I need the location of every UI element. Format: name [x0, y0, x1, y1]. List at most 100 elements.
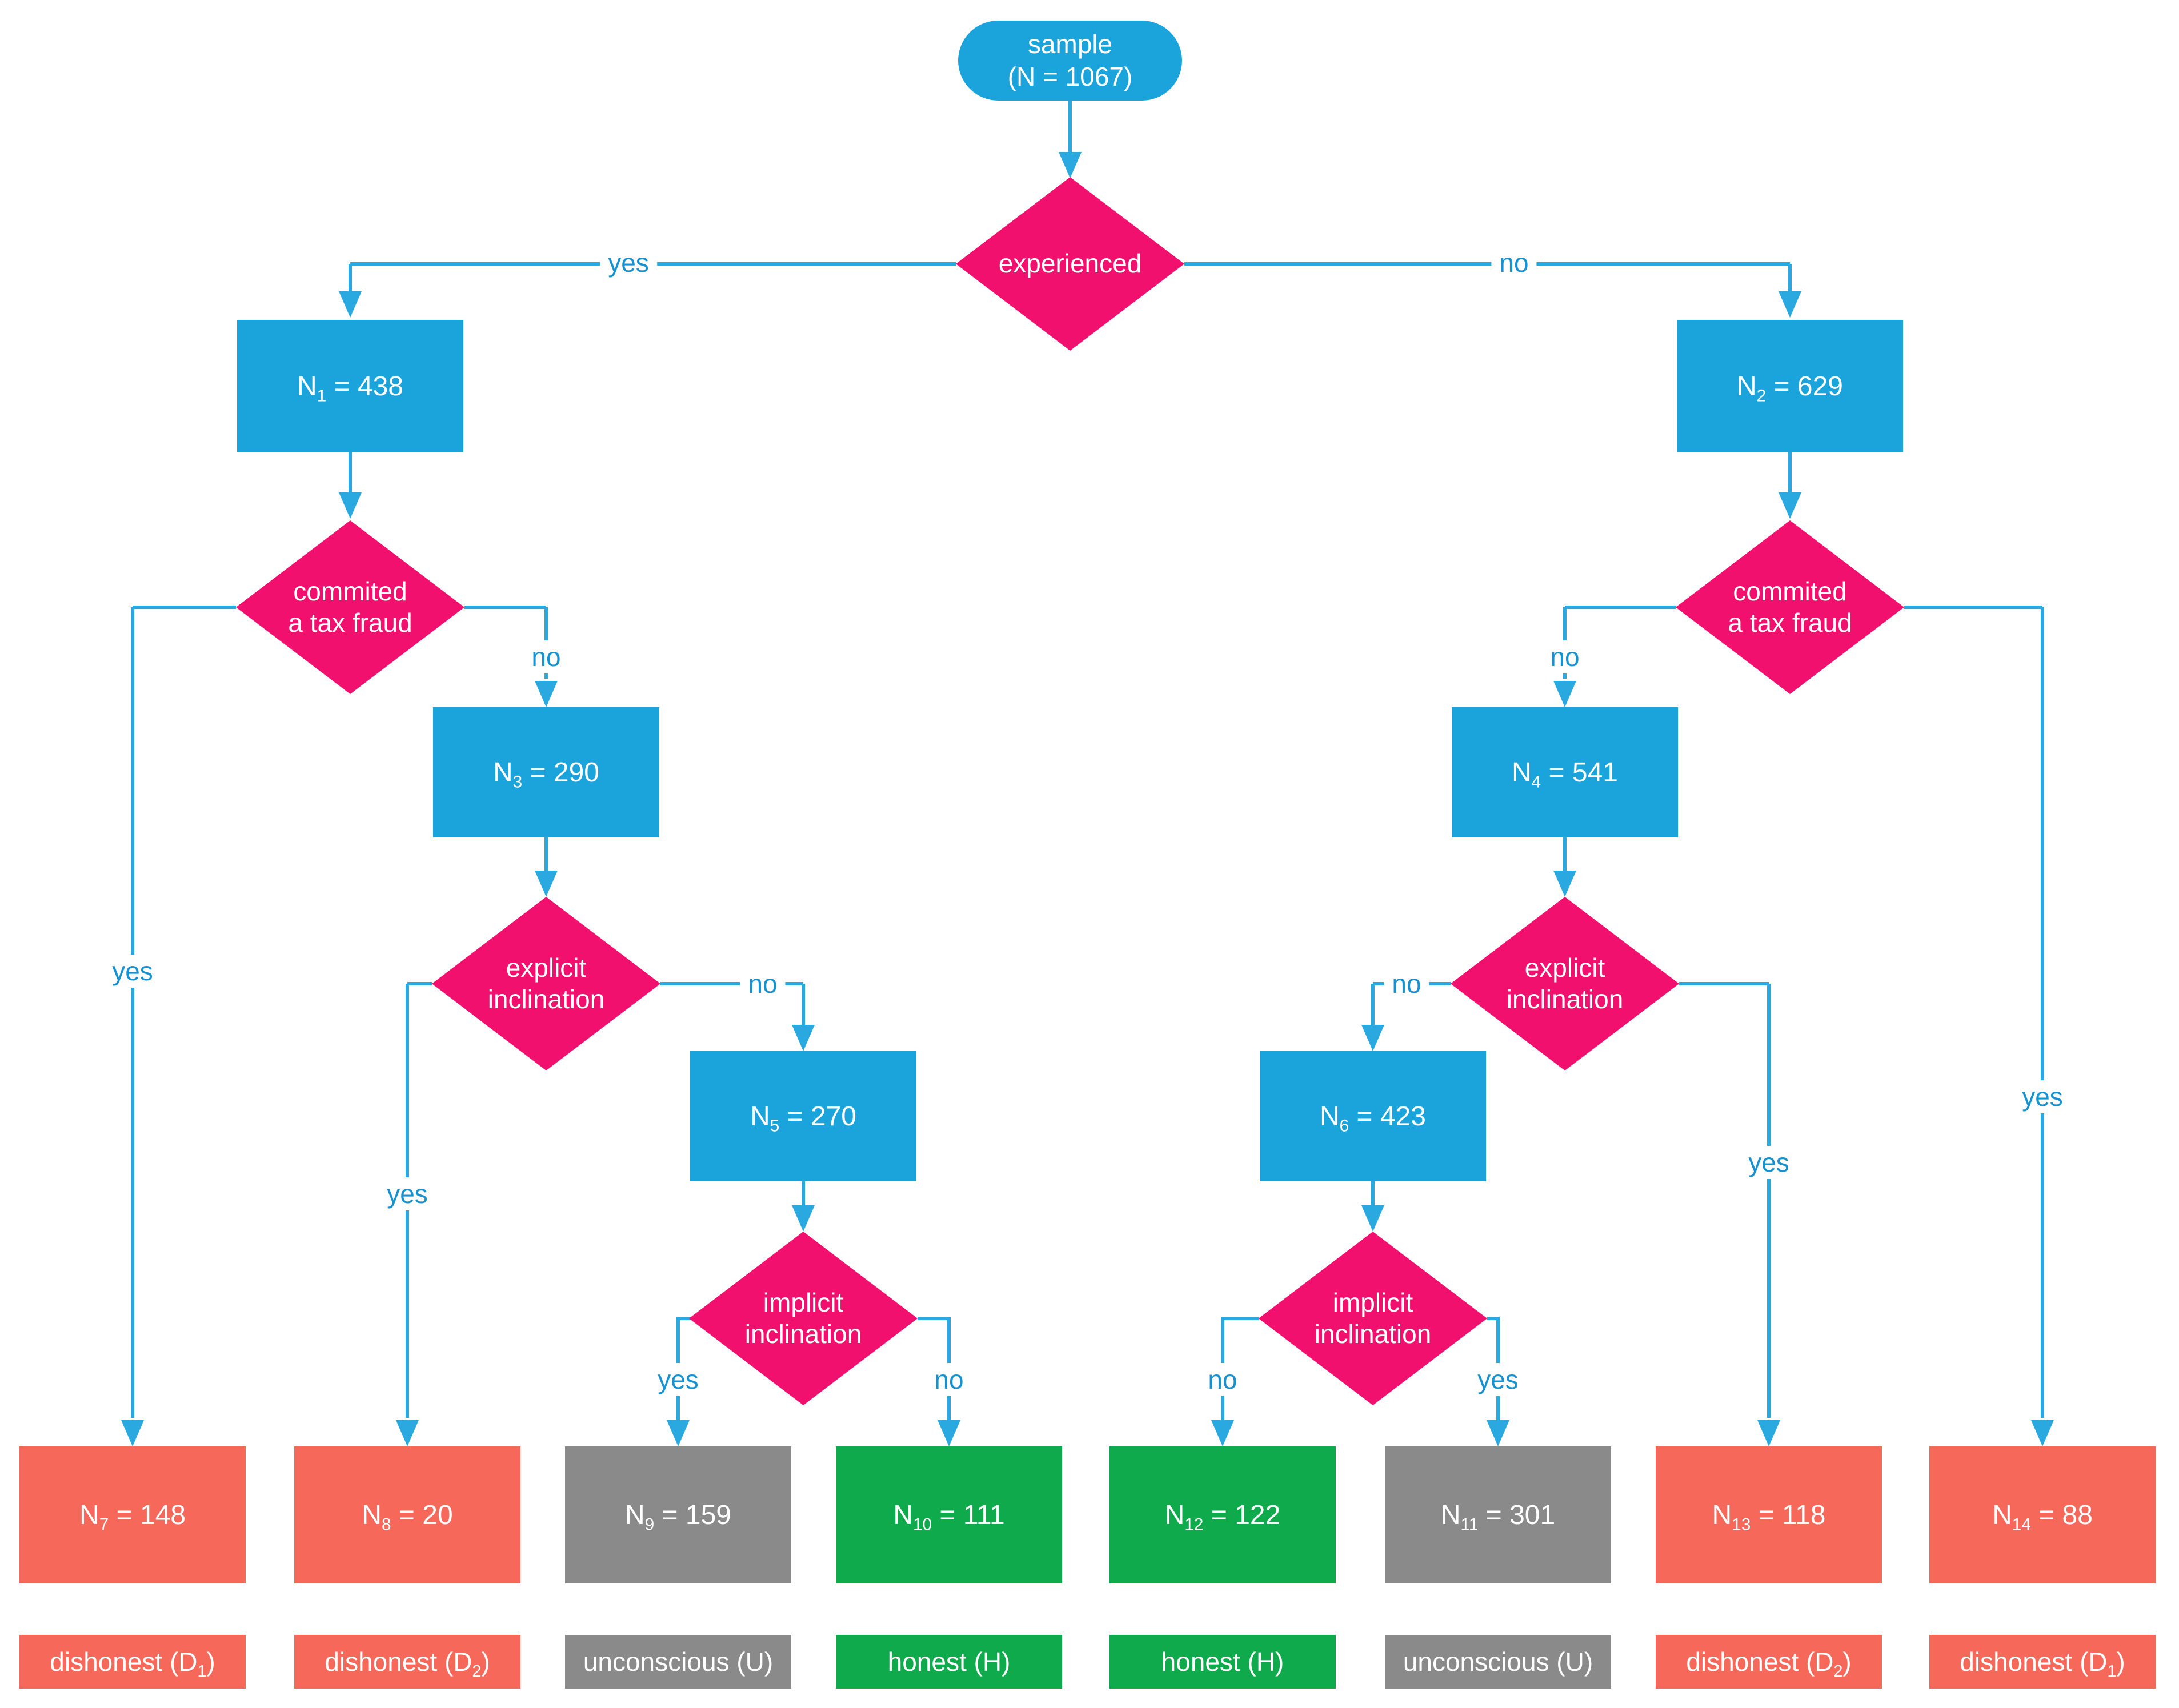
outcome-node-n10: N10 = 111: [836, 1446, 1062, 1583]
decision-text: implicit: [1332, 1287, 1413, 1317]
arrowhead-icon: [938, 1420, 960, 1446]
decision-text: experienced: [998, 248, 1142, 279]
decision-text: inclination: [1506, 984, 1624, 1014]
edge-label-fraud-right-no: no: [1542, 640, 1588, 673]
connector-line: [1563, 837, 1567, 871]
class-label-text: dishonest (D2): [1686, 1647, 1852, 1681]
decision-experienced: experienced: [956, 177, 1184, 351]
class-label-text: dishonest (D2): [325, 1647, 490, 1681]
node-value: N11 = 301: [1440, 1499, 1556, 1534]
edge-label-explicit-left-no: no: [740, 967, 786, 1000]
node-value: N2 = 629: [1736, 371, 1843, 406]
decision-text: explicit: [506, 952, 587, 983]
decision-text: explicit: [1524, 952, 1605, 983]
decision-text: commited: [293, 576, 407, 606]
class-label-dishonest-d1-right: dishonest (D1): [1929, 1635, 2156, 1689]
arrowhead-icon: [1553, 871, 1576, 897]
outcome-node-n14: N14 = 88: [1929, 1446, 2156, 1583]
connector-line: [1788, 452, 1792, 492]
decision-text: a tax fraud: [288, 608, 412, 638]
node-value: N7 = 148: [79, 1499, 186, 1534]
decision-text: inclination: [1314, 1319, 1432, 1349]
arrowhead-icon: [2031, 1420, 2054, 1446]
edge-label-implicit-right-yes: yes: [1469, 1363, 1527, 1396]
connector-line: [1679, 982, 1769, 985]
outcome-node-n9: N9 = 159: [565, 1446, 791, 1583]
node-value: N5 = 270: [750, 1101, 856, 1136]
outcome-node-n11: N11 = 301: [1385, 1446, 1611, 1583]
arrowhead-icon: [339, 291, 362, 318]
class-label-text: unconscious (U): [1403, 1647, 1593, 1677]
node-value: N9 = 159: [624, 1499, 731, 1534]
connector-line: [544, 837, 548, 871]
process-node-n5: N5 = 270: [690, 1051, 916, 1181]
outcome-node-n12: N12 = 122: [1109, 1446, 1336, 1583]
decision-explicit-inclination-right: explicit inclination: [1451, 897, 1679, 1070]
connector-line: [1068, 101, 1072, 152]
connector-line: [2041, 607, 2044, 1418]
decision-explicit-inclination-left: explicit inclination: [432, 897, 660, 1070]
decision-text: inclination: [487, 984, 605, 1014]
node-value: N3 = 290: [492, 757, 599, 792]
arrowhead-icon: [792, 1025, 815, 1051]
connector-line: [407, 982, 432, 985]
start-node-line2: (N = 1067): [1007, 62, 1133, 91]
connector-line: [349, 452, 352, 492]
connector-line: [802, 1181, 805, 1205]
decision-text: commited: [1733, 576, 1847, 606]
decision-implicit-inclination-left: implicit inclination: [689, 1232, 918, 1405]
connector-line: [1565, 606, 1676, 609]
node-value: N8 = 20: [362, 1499, 453, 1534]
connector-line: [1184, 262, 1790, 266]
edge-label-fraud-left-no: no: [523, 640, 569, 673]
edge-label-implicit-left-no: no: [926, 1363, 972, 1396]
connector-line: [1221, 1317, 1259, 1320]
connector-line: [676, 1317, 691, 1320]
arrowhead-icon: [667, 1420, 690, 1446]
connector-line: [1371, 1181, 1375, 1205]
arrowhead-icon: [1059, 152, 1082, 178]
process-node-n1: N1 = 438: [237, 320, 463, 452]
arrowhead-icon: [396, 1420, 419, 1446]
node-value: N10 = 111: [893, 1499, 1005, 1534]
edge-label-implicit-left-yes: yes: [650, 1363, 707, 1396]
outcome-node-n13: N13 = 118: [1656, 1446, 1882, 1583]
connector-line: [1904, 606, 2042, 609]
edge-label-explicit-right-yes: yes: [1740, 1146, 1797, 1179]
arrowhead-icon: [1361, 1205, 1384, 1232]
class-label-text: honest (H): [887, 1647, 1011, 1677]
edge-label-implicit-right-no: no: [1200, 1363, 1245, 1396]
edge-label-fraud-left-yes: yes: [104, 955, 161, 988]
connector-line: [464, 606, 546, 609]
arrowhead-icon: [1779, 291, 1801, 318]
arrowhead-icon: [339, 492, 362, 519]
start-node-line1: sample: [1027, 29, 1113, 59]
connector-line: [1371, 984, 1375, 1025]
decision-text: inclination: [744, 1319, 862, 1349]
connector-line: [1767, 984, 1771, 1418]
process-node-n4: N4 = 541: [1452, 707, 1678, 837]
class-label-dishonest-d2-left: dishonest (D2): [294, 1635, 520, 1689]
decision-commited-tax-fraud-left: commited a tax fraud: [236, 520, 464, 694]
class-label-dishonest-d2-right: dishonest (D2): [1656, 1635, 1882, 1689]
arrowhead-icon: [1361, 1025, 1384, 1051]
outcome-node-n7: N7 = 148: [19, 1446, 246, 1583]
arrowhead-icon: [535, 871, 558, 897]
connector-line: [918, 1317, 951, 1320]
arrowhead-icon: [1779, 492, 1801, 519]
outcome-node-n8: N8 = 20: [294, 1446, 520, 1583]
process-node-n3: N3 = 290: [433, 707, 659, 837]
class-label-text: unconscious (U): [583, 1647, 774, 1677]
edge-label-explicit-left-yes: yes: [379, 1177, 436, 1210]
connector-line: [1487, 1317, 1500, 1320]
edge-label-fraud-right-yes: yes: [2014, 1080, 2071, 1113]
connector-line: [131, 607, 134, 1418]
class-label-dishonest-d1-left: dishonest (D1): [19, 1635, 246, 1689]
process-node-n2: N2 = 629: [1677, 320, 1903, 452]
node-value: N13 = 118: [1712, 1499, 1826, 1534]
arrowhead-icon: [121, 1420, 144, 1446]
node-value: N4 = 541: [1511, 757, 1618, 792]
arrowhead-icon: [1757, 1420, 1780, 1446]
class-label-honest-right: honest (H): [1109, 1635, 1336, 1689]
